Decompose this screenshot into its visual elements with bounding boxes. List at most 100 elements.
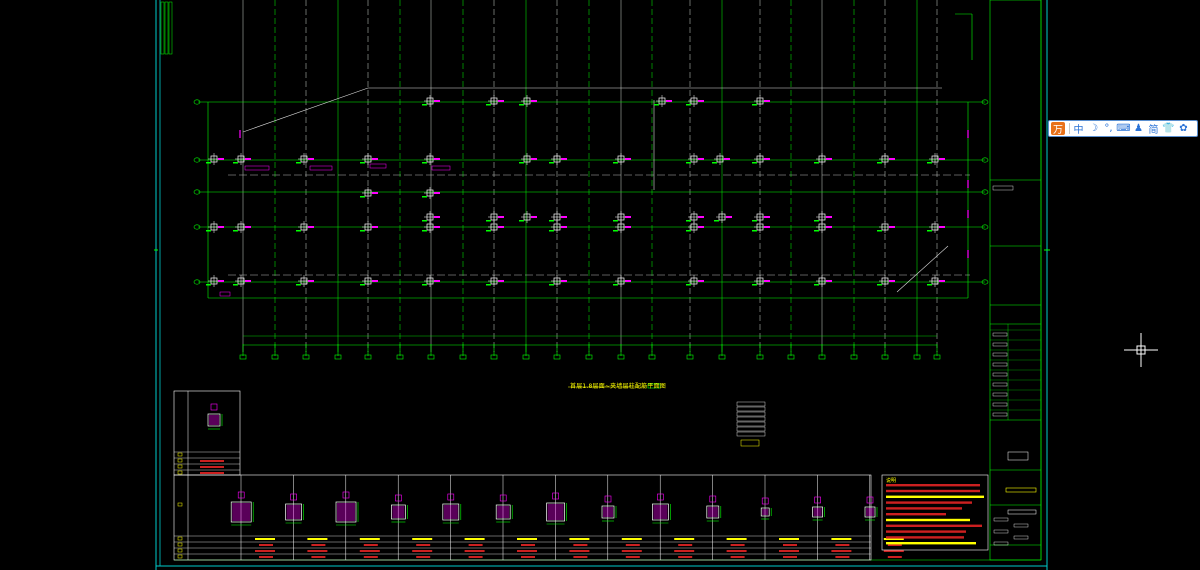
title-scale-box — [647, 383, 661, 389]
column-tag — [549, 230, 554, 232]
column-tag — [486, 284, 491, 286]
title-block — [989, 0, 1042, 561]
user-icon[interactable]: ♟ — [1134, 123, 1143, 134]
axis-bubble-bottom — [334, 354, 342, 360]
note-line — [886, 501, 972, 504]
rebar-label — [218, 158, 224, 160]
axis-bubble-bottom — [756, 354, 764, 360]
skin-icon[interactable]: 👕 — [1162, 123, 1175, 134]
rebar-label — [561, 158, 567, 160]
column-tag — [686, 162, 691, 164]
title-block-field — [992, 392, 1008, 397]
rebar-callout — [244, 165, 270, 171]
story-table-row — [736, 406, 766, 412]
drawing-number — [1005, 487, 1037, 493]
schedule-value — [464, 538, 485, 540]
rebar-label — [434, 100, 440, 102]
rebar-fill — [337, 503, 355, 521]
rebar-label — [939, 158, 945, 160]
title-block-frame — [989, 0, 1042, 561]
story-table-row — [736, 421, 766, 427]
column-tag — [686, 230, 691, 232]
axis-bubble-right — [981, 224, 989, 230]
schedule-value — [307, 550, 328, 552]
column-tag — [422, 284, 427, 286]
column-section — [812, 506, 823, 518]
notes-heading: 说明 — [886, 478, 897, 484]
simplified-chinese-toggle[interactable]: 简 — [1148, 125, 1159, 136]
note-line — [886, 484, 980, 487]
column-tag — [549, 220, 554, 222]
schedule-value — [674, 550, 695, 552]
column-tag — [206, 284, 211, 286]
schedule-value — [521, 556, 535, 558]
rebar-label — [764, 100, 770, 102]
keyboard-icon[interactable]: ⌨ — [1116, 123, 1131, 134]
rebar-label — [218, 280, 224, 282]
axis-bubble-bottom — [818, 354, 826, 360]
column-section — [335, 501, 357, 523]
section-tag — [342, 491, 350, 499]
rebar-label — [889, 226, 895, 228]
side-stamp-box — [168, 1, 173, 55]
punctuation-icon[interactable]: °, — [1104, 123, 1113, 134]
column-section — [495, 504, 511, 520]
moon-icon[interactable]: ☽ — [1089, 123, 1098, 134]
schedule-value — [363, 544, 378, 546]
story-table-row — [736, 431, 766, 437]
column-tag — [296, 230, 301, 232]
axis-bubble-left — [193, 99, 201, 105]
axis-bubble-bottom — [553, 354, 561, 360]
note-line — [886, 513, 946, 516]
rebar-label — [939, 226, 945, 228]
column-tag — [519, 104, 524, 106]
ime-logo-icon[interactable]: 万 — [1051, 122, 1065, 136]
rebar-label — [764, 226, 770, 228]
axis-bubble-bottom — [617, 354, 625, 360]
axis-bubble-bottom — [850, 354, 858, 360]
title-block-field — [1013, 523, 1029, 528]
schedule-value — [468, 544, 483, 546]
axis-bubble-right — [981, 189, 989, 195]
section-tag — [210, 403, 218, 411]
title-block-field — [993, 517, 1009, 522]
column-tag — [877, 284, 882, 286]
section-tag — [814, 496, 821, 504]
rebar-label — [666, 100, 672, 102]
rebar-label — [561, 216, 567, 218]
side-stamp-box — [160, 1, 165, 55]
ime-separator — [1069, 123, 1070, 134]
schedule-value — [883, 538, 904, 540]
rebar-fill — [497, 506, 510, 518]
column-tag — [519, 162, 524, 164]
schedule-value — [359, 550, 380, 552]
schedule-value — [726, 538, 747, 540]
note-line — [886, 542, 976, 545]
ime-mode-toggle[interactable]: 中 — [1073, 125, 1084, 136]
schedule-value — [412, 538, 433, 540]
schedule-value — [569, 550, 590, 552]
column-tag — [486, 230, 491, 232]
schedule-value — [625, 544, 640, 546]
ime-toolbar[interactable]: 万 中 ☽ °, ⌨ ♟ 简 👕 ✿ — [1048, 120, 1198, 137]
section-tag — [866, 496, 874, 504]
note-line — [886, 536, 964, 539]
axis-grid — [193, 0, 989, 360]
rebar-fill — [653, 505, 668, 519]
schedule-value — [412, 550, 433, 552]
column-tag — [519, 220, 524, 222]
column-tag — [686, 220, 691, 222]
axis-bubble-right — [981, 279, 989, 285]
rebar-label — [434, 226, 440, 228]
schedule-value — [621, 538, 642, 540]
rebar-fill — [392, 506, 405, 518]
rebar-callout — [369, 163, 387, 169]
rebar-label — [498, 280, 504, 282]
rebar-label — [372, 280, 378, 282]
column-tag — [422, 230, 427, 232]
settings-icon[interactable]: ✿ — [1179, 123, 1188, 134]
column-section — [760, 507, 770, 517]
story-table-foot — [740, 439, 760, 447]
rebar-fill — [443, 505, 458, 519]
